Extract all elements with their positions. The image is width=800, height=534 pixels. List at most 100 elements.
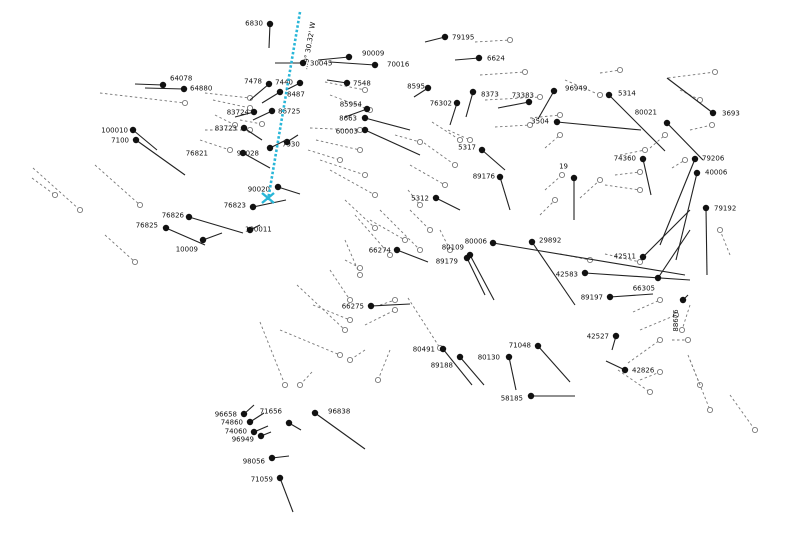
open-marker <box>341 326 349 334</box>
station-label: 74060 <box>225 428 247 436</box>
unlabeled-track <box>296 284 349 334</box>
station-label: 7440 <box>275 79 293 87</box>
station-marker <box>525 98 533 106</box>
track-line <box>442 348 473 386</box>
station-label: 66275 <box>342 303 364 311</box>
station-marker <box>469 88 477 96</box>
unlabeled-track <box>409 209 434 234</box>
unlabeled-track <box>319 159 369 179</box>
open-marker <box>596 176 604 184</box>
dashed-line <box>439 229 451 251</box>
unlabeled-track <box>379 296 399 306</box>
station-track: 70016 <box>329 61 410 69</box>
station-label: 7478 <box>244 78 262 86</box>
station-label: 90009 <box>362 50 384 58</box>
open-marker <box>346 296 354 304</box>
dashed-line <box>529 114 561 119</box>
unlabeled-track <box>544 171 566 191</box>
station-label: 5312 <box>411 195 429 203</box>
unlabeled-track <box>494 121 534 129</box>
dashed-line <box>604 253 641 263</box>
station-marker <box>240 410 248 418</box>
station-label: 80006 <box>465 238 488 246</box>
dashed-line <box>479 71 526 76</box>
station-label: 40006 <box>705 169 728 177</box>
track-line <box>317 56 350 61</box>
station-label: 58185 <box>501 395 523 403</box>
unlabeled-track <box>329 269 354 304</box>
unlabeled-track <box>31 177 59 199</box>
unlabeled-track <box>544 131 564 149</box>
track-line <box>396 249 429 263</box>
station-marker <box>132 136 140 144</box>
station-marker <box>266 144 274 152</box>
unlabeled-track <box>344 259 364 272</box>
open-marker <box>246 104 254 112</box>
open-marker <box>356 271 364 279</box>
track-line <box>705 207 708 276</box>
station-label: 42511 <box>614 253 636 261</box>
station-marker <box>453 99 461 107</box>
open-marker <box>506 36 514 44</box>
open-marker <box>336 156 344 164</box>
station-label: 96838 <box>328 408 350 416</box>
dashed-line <box>639 371 661 381</box>
station-marker <box>432 194 440 202</box>
track-line <box>249 83 270 101</box>
station-label: 100010 <box>101 127 128 135</box>
station-label: 42826 <box>632 367 655 375</box>
station-track: 71059 <box>251 474 294 513</box>
open-marker <box>451 161 459 169</box>
unlabeled-track <box>32 167 84 214</box>
dashed-line <box>377 349 391 381</box>
dashed-line <box>31 177 56 196</box>
station-marker <box>691 155 699 163</box>
station-marker <box>266 20 274 28</box>
dashed-line <box>32 167 81 211</box>
station-label: 64078 <box>170 75 192 83</box>
station-marker <box>299 59 307 67</box>
station-marker <box>311 409 319 417</box>
station-marker <box>702 204 710 212</box>
unlabeled-track <box>639 368 664 381</box>
station-label: 66274 <box>369 247 392 255</box>
station-marker <box>424 84 432 92</box>
station-label: 3504 <box>531 118 549 126</box>
track-line <box>497 101 530 109</box>
unlabeled-track <box>407 297 444 352</box>
station-label: 29892 <box>539 237 561 245</box>
open-marker <box>441 181 449 189</box>
open-marker <box>684 336 692 344</box>
dashed-line <box>667 71 716 79</box>
station-label: 89179 <box>436 258 458 266</box>
station-track: 83724 <box>227 109 258 118</box>
unlabeled-track <box>329 169 379 199</box>
track-line <box>435 197 461 211</box>
open-marker <box>521 68 529 76</box>
dashed-line <box>619 149 646 156</box>
station-label: 76826 <box>162 212 185 220</box>
unlabeled-track <box>344 199 379 232</box>
station-label: 96658 <box>215 411 237 419</box>
track-line <box>454 57 480 61</box>
station-track: 96658 <box>215 404 255 419</box>
dashed-line <box>649 134 666 149</box>
unlabeled-track <box>716 226 731 256</box>
track-line <box>252 199 287 208</box>
station-marker <box>239 149 247 157</box>
open-marker <box>226 146 234 154</box>
dashed-line <box>212 99 251 109</box>
station-track: 58185 <box>501 392 575 403</box>
station-marker <box>265 80 273 88</box>
station-marker <box>475 54 483 62</box>
station-marker <box>709 109 717 117</box>
unlabeled-track <box>214 114 239 129</box>
dashed-line <box>431 121 461 141</box>
station-track: 76825 <box>136 222 206 246</box>
unlabeled-track <box>346 349 366 364</box>
station-track: 10009 <box>176 232 223 254</box>
station-marker <box>361 114 369 122</box>
open-marker <box>346 316 354 324</box>
station-track: 89179 <box>436 254 486 296</box>
